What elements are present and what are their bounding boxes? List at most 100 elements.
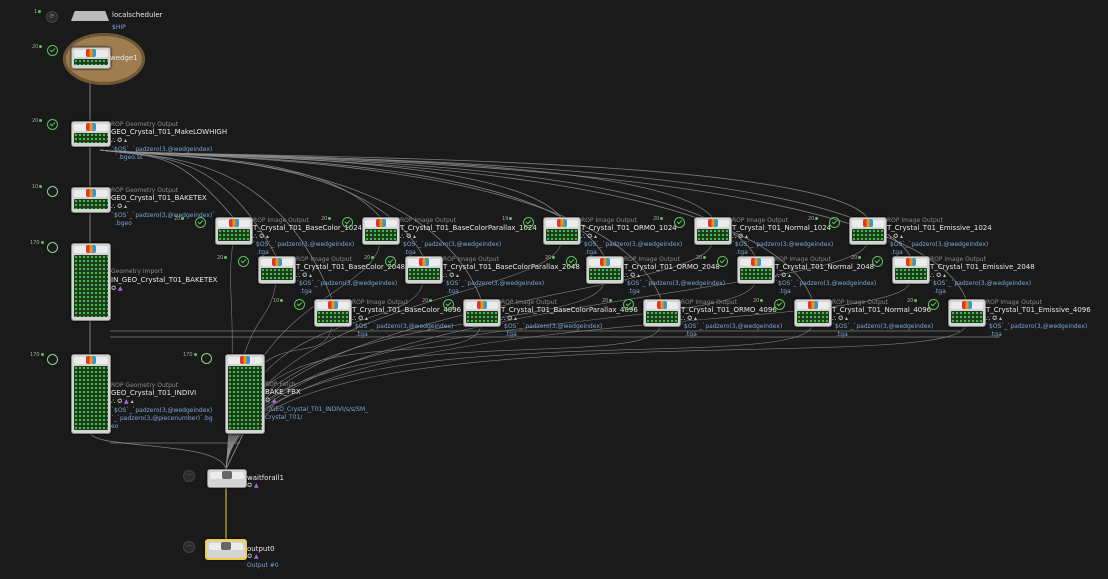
t-crystal-t01-basecolorparallax-4096-label: T_Crystal_T01_BaseColorParallax_4096 (501, 306, 638, 314)
t-crystal-t01-emissive-4096-sub1: `$OS`_`padzero(3,@wedgeindex) (986, 323, 1088, 330)
t-crystal-t01-basecolorparallax-2048-node[interactable] (405, 256, 443, 284)
make-lowhigh-sub2: `.bgeo.sc (115, 154, 144, 161)
t-crystal-t01-basecolorparallax-2048-type: ROP Image Output (443, 256, 499, 263)
wire-fbx-to-wait (225, 431, 245, 470)
bake-fbx-sub2: Crystal_T01/ (265, 414, 303, 421)
in-baketex-node[interactable] (71, 243, 111, 321)
t-crystal-t01-emissive-4096-flags: ⛬ ✪ ▴ (986, 315, 1003, 322)
t-crystal-t01-basecolorparallax-2048-sub1: `$OS`_`padzero(3,@wedgeindex) (443, 280, 545, 287)
baketex-count: 10 (32, 184, 43, 190)
t-crystal-t01-basecolorparallax-1024-sub1: `$OS`_`padzero(3,@wedgeindex) (400, 241, 502, 248)
rop-image-icon (657, 301, 667, 309)
t-crystal-t01-emissive-4096-node[interactable] (948, 299, 986, 327)
wire-image-to-wait (225, 281, 911, 470)
wedge1-node[interactable] (71, 47, 111, 69)
t-crystal-t01-normal-2048-status-check-icon (717, 256, 728, 267)
rop-geometry-icon (86, 356, 96, 364)
t-crystal-t01-basecolor-2048-type: ROP Image Output (296, 256, 352, 263)
t-crystal-t01-basecolorparallax-4096-sub1: `$OS`_`padzero(3,@wedgeindex) (501, 323, 603, 330)
rop-image-icon (328, 301, 338, 309)
t-crystal-t01-normal-1024-node[interactable] (694, 217, 732, 245)
t-crystal-t01-basecolor-2048-flags: ⛬ ✪ ▴ (296, 272, 313, 279)
baketex-node[interactable] (71, 187, 111, 213)
t-crystal-t01-normal-2048-type: ROP Image Output (775, 256, 831, 263)
t-crystal-t01-basecolor-1024-sub1: `$OS`_`padzero(3,@wedgeindex) (253, 241, 355, 248)
t-crystal-t01-normal-4096-status-check-icon (774, 299, 785, 310)
t-crystal-t01-ormo-4096-node[interactable] (643, 299, 681, 327)
bake-fbx-sub1: ../GEO_Crystal_T01_INDIVI/s/s/SM_ (265, 406, 369, 413)
t-crystal-t01-ormo-4096-sub1: `$OS`_`padzero(3,@wedgeindex) (681, 323, 783, 330)
scheduler-sub: $HIP (112, 24, 126, 31)
t-crystal-t01-ormo-2048-node[interactable] (586, 256, 624, 284)
t-crystal-t01-basecolor-1024-count: 20 (174, 216, 185, 222)
t-crystal-t01-emissive-2048-sub2: .tga (934, 288, 946, 295)
t-crystal-t01-normal-4096-flags: ⛬ ✪ ▴ (832, 315, 849, 322)
refresh-icon[interactable]: ⟳ (46, 11, 58, 23)
rop-image-icon (600, 258, 610, 266)
bake-fbx-node[interactable] (225, 354, 265, 434)
wedge-icon (86, 49, 96, 57)
t-crystal-t01-normal-4096-label: T_Crystal_T01_Normal_4096 (832, 306, 932, 314)
indivi-flags: ⛬ ✪ ▲ ▴ (111, 398, 134, 405)
wedge1-label: wedge1 (110, 54, 138, 62)
make-lowhigh-flags: ⛬ ✪ ▴ (111, 137, 128, 144)
t-crystal-t01-emissive-2048-status-check-icon (872, 256, 883, 267)
waitforall1-node[interactable] (207, 469, 247, 488)
scheduler-label: localscheduler (112, 11, 163, 19)
t-crystal-t01-basecolorparallax-1024-node[interactable] (362, 217, 400, 245)
t-crystal-t01-normal-2048-node[interactable] (737, 256, 775, 284)
baketex-label: GEO_Crystal_T01_BAKETEX (111, 194, 207, 202)
t-crystal-t01-emissive-1024-flags: ⛬ ✪ ▴ (887, 233, 904, 240)
rop-image-icon (557, 219, 567, 227)
t-crystal-t01-normal-4096-node[interactable] (794, 299, 832, 327)
t-crystal-t01-basecolor-1024-node[interactable] (215, 217, 253, 245)
t-crystal-t01-ormo-1024-node[interactable] (543, 217, 581, 245)
t-crystal-t01-basecolor-1024-flags: ⛬ ✪ ▴ (253, 233, 270, 240)
wire-lowhigh-to-image (99, 149, 967, 300)
bake-fbx-status-ring-icon (201, 353, 212, 364)
t-crystal-t01-emissive-1024-node[interactable] (849, 217, 887, 245)
in-baketex-count: 170 (30, 240, 44, 246)
in-baketex-flags: ✪ ▲ (111, 285, 123, 292)
t-crystal-t01-basecolor-4096-count: 10 (273, 298, 284, 304)
t-crystal-t01-emissive-1024-label: T_Crystal_T01_Emissive_1024 (887, 224, 992, 232)
t-crystal-t01-basecolorparallax-4096-node[interactable] (463, 299, 501, 327)
t-crystal-t01-emissive-2048-count: 20 (851, 255, 862, 261)
t-crystal-t01-ormo-4096-count: 20 (602, 298, 613, 304)
t-crystal-t01-emissive-4096-type: ROP Image Output (986, 299, 1042, 306)
wedge1-count: 20 (32, 44, 43, 50)
t-crystal-t01-emissive-2048-label: T_Crystal_T01_Emissive_2048 (930, 263, 1035, 271)
indivi-node[interactable] (71, 354, 111, 434)
t-crystal-t01-basecolor-4096-node[interactable] (314, 299, 352, 327)
wire-lowhigh-to-image (99, 149, 482, 300)
t-crystal-t01-normal-1024-count: 20 (653, 216, 664, 222)
t-crystal-t01-emissive-1024-sub1: `$OS`_`padzero(3,@wedgeindex) (887, 241, 989, 248)
bake-fbx-type: ROP Fetch (265, 381, 296, 388)
indivi-label: GEO_Crystal_T01_INDIVI (111, 389, 197, 397)
output0-node[interactable] (205, 539, 247, 560)
t-crystal-t01-basecolor-4096-status-check-icon (294, 299, 305, 310)
make-lowhigh-node[interactable] (71, 121, 111, 147)
t-crystal-t01-ormo-4096-status-check-icon (623, 299, 634, 310)
output0-flags: ✪ ▲ (247, 553, 259, 560)
t-crystal-t01-ormo-1024-sub1: `$OS`_`padzero(3,@wedgeindex) (581, 241, 683, 248)
t-crystal-t01-ormo-4096-label: T_Crystal_T01_ORMO_4096 (681, 306, 777, 314)
waitforall-menu-icon[interactable]: ··· (183, 470, 195, 482)
wire-lowhigh-to-image (99, 149, 333, 300)
t-crystal-t01-basecolor-2048-node[interactable] (258, 256, 296, 284)
t-crystal-t01-ormo-2048-flags: ⛬ ✪ ▴ (624, 272, 641, 279)
t-crystal-t01-normal-2048-flags: ⛬ ✪ ▴ (775, 272, 792, 279)
t-crystal-t01-ormo-1024-type: ROP Image Output (581, 217, 637, 224)
wire-lowhigh-to-image (99, 149, 868, 218)
t-crystal-t01-emissive-2048-type: ROP Image Output (930, 256, 986, 263)
baketex-status-ring-icon (47, 186, 58, 197)
wire-lowhigh-to-image (99, 149, 713, 218)
t-crystal-t01-basecolorparallax-2048-sub2: .tga (447, 288, 459, 295)
output0-menu-icon[interactable]: ··· (183, 541, 195, 553)
geometry-import-icon (86, 245, 96, 253)
t-crystal-t01-basecolorparallax-4096-type: ROP Image Output (501, 299, 557, 306)
rop-fetch-icon (240, 356, 250, 364)
t-crystal-t01-emissive-1024-sub2: .tga (891, 249, 903, 256)
t-crystal-t01-emissive-2048-node[interactable] (892, 256, 930, 284)
scheduler-node[interactable] (71, 11, 109, 21)
